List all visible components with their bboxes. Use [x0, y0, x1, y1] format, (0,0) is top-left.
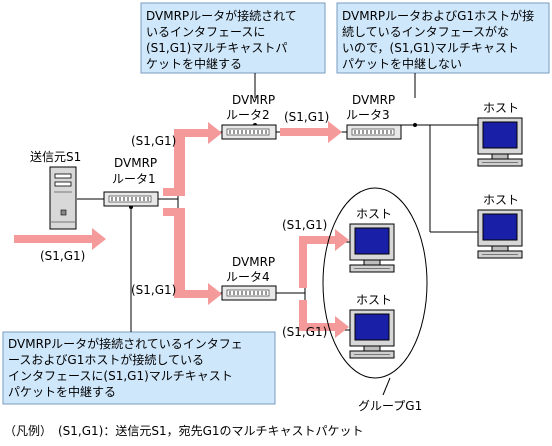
callout-router3: DVMRPルータおよびG1ホストが接 続しているインタフェースがな いので，(S… — [336, 2, 550, 98]
group-g1-label: グループG1 — [358, 399, 422, 413]
host1-label: ホスト — [483, 101, 519, 115]
multicast-arrows — [14, 121, 349, 338]
arrow-into-router1 — [14, 228, 106, 250]
host-2: ホスト — [477, 193, 523, 259]
router-3: DVMRP ルータ3 — [346, 93, 402, 140]
router2-name: ルータ2 — [226, 108, 270, 122]
monitor-icon — [477, 209, 523, 259]
router1-name: ルータ1 — [112, 172, 156, 186]
arrow-router4-to-host3 — [280, 229, 349, 288]
host-3: ホスト — [349, 207, 395, 273]
monitor-icon — [477, 117, 523, 167]
router3-type: DVMRP — [352, 93, 395, 107]
router-2: DVMRP ルータ2 — [221, 93, 277, 140]
host3-label: ホスト — [356, 207, 392, 221]
router-4: DVMRP ルータ4 — [221, 255, 277, 301]
packet-label-r1-r4: (S1,G1) — [131, 283, 176, 297]
callout-router3-line2: 続しているインタフェースがな — [342, 24, 509, 39]
monitor-icon — [349, 223, 395, 273]
packet-label-into-r1: (S1,G1) — [40, 249, 85, 263]
sender-label: 送信元S1 — [30, 149, 81, 164]
packet-label-r2-r3: (S1,G1) — [284, 110, 329, 124]
router-icon — [221, 285, 277, 301]
callout-router4-line4: パケットを中継する — [8, 384, 116, 399]
host-4: ホスト — [349, 293, 395, 359]
host4-label: ホスト — [356, 293, 392, 307]
callout-router2-line1: DVMRPルータが接続されて — [146, 8, 297, 23]
callout-router4-line1: DVMRPルータが接続されているインタフェ — [8, 336, 243, 351]
callout-router2-line4: ケットを中継する — [146, 56, 242, 71]
callout-router2: DVMRPルータが接続されて いるインタフェースに (S1,G1)マルチキャスト… — [140, 2, 326, 98]
sender-s1: 送信元S1 — [30, 149, 81, 230]
callout-router4-line2: ースおよびG1ホストが接続している — [8, 352, 204, 367]
monitor-icon — [349, 309, 395, 359]
packet-label-r1-r2: (S1,G1) — [131, 134, 176, 148]
packet-label-r4-h4: (S1,G1) — [282, 325, 327, 339]
callout-router4: DVMRPルータが接続されているインタフェ ースおよびG1ホストが接続している … — [2, 331, 276, 405]
host2-label: ホスト — [483, 193, 519, 207]
router-icon — [346, 124, 402, 140]
callout-router3-line4: パケットを中継しない — [342, 56, 462, 71]
packet-label-r4-h3: (S1,G1) — [282, 218, 327, 232]
callout-router2-line2: いるインタフェースに — [146, 25, 265, 39]
router2-type: DVMRP — [232, 93, 275, 107]
network-links — [77, 123, 478, 332]
router-icon — [103, 191, 159, 207]
router4-name: ルータ4 — [226, 270, 270, 284]
callout-router2-line3: (S1,G1)マルチキャストパ — [146, 41, 287, 55]
callout-router3-line3: いので，(S1,G1)マルチキャスト — [342, 41, 519, 55]
arrow-router1-to-router4 — [163, 208, 222, 305]
router-icon — [221, 124, 277, 140]
arrow-router4-to-host4 — [299, 300, 349, 338]
arrow-router1-to-router2 — [163, 122, 222, 196]
router4-type: DVMRP — [232, 255, 275, 269]
arrow-router2-to-router3 — [280, 121, 342, 143]
packet-labels: (S1,G1) (S1,G1) (S1,G1) (S1,G1) (S1,G1) … — [40, 110, 329, 339]
callout-router3-line1: DVMRPルータおよびG1ホストが接 — [342, 8, 534, 23]
router1-type: DVMRP — [114, 156, 157, 170]
group-g1: グループG1 — [322, 187, 428, 413]
legend: （凡例） (S1,G1)：送信元S1，宛先G1のマルチキャストパケット — [4, 423, 364, 438]
host-1: ホスト — [477, 101, 523, 167]
router-1: DVMRP ルータ1 — [103, 156, 159, 207]
router3-name: ルータ3 — [346, 108, 390, 122]
callout-router4-line3: インタフェースに(S1,G1)マルチキャスト — [8, 369, 233, 383]
server-tower-icon — [49, 166, 77, 230]
